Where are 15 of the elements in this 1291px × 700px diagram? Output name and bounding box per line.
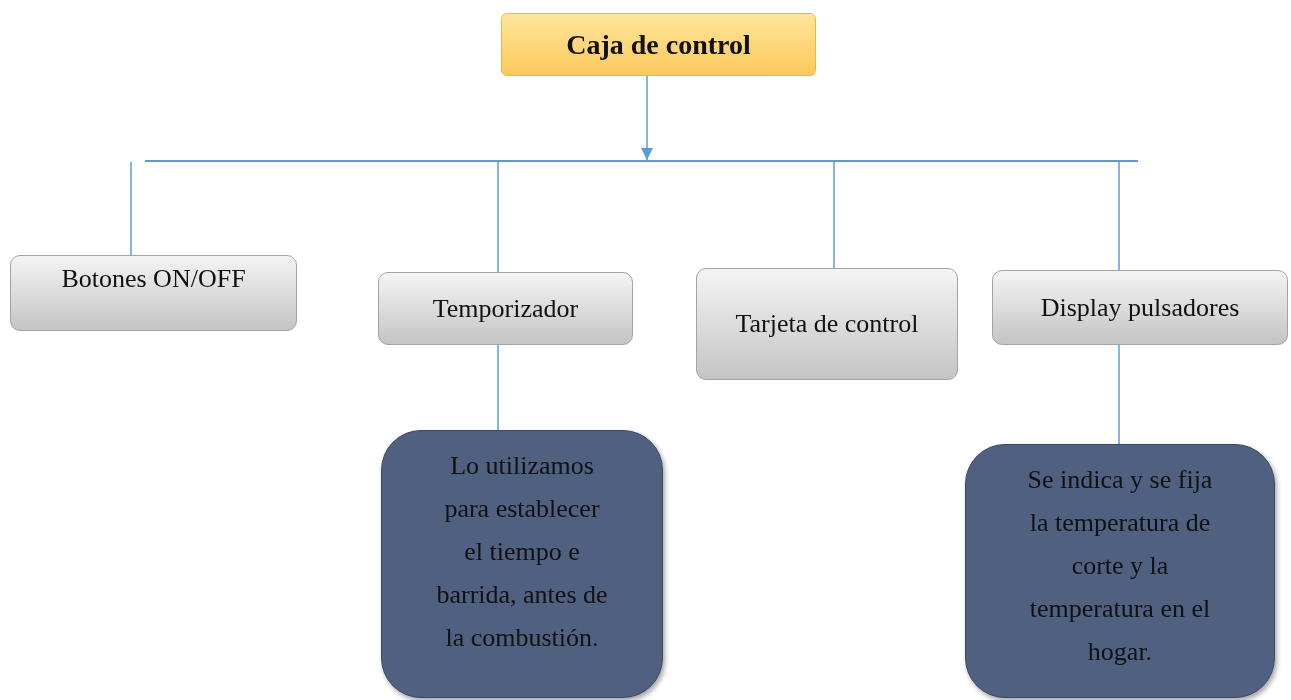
connector (130, 161, 132, 256)
bus-line (145, 160, 1138, 162)
connector (1118, 161, 1120, 271)
description-box: Se indica y se fija la temperatura de corte y la temperatura en el hogar. (965, 444, 1275, 698)
component-box: Temporizador (378, 272, 633, 345)
connector (497, 344, 499, 431)
connector (833, 161, 835, 269)
connector (497, 161, 499, 273)
connector (1118, 344, 1120, 445)
description-box: Lo utilizamos para establecer el tiempo e barrida, antes de la combustión. (381, 430, 663, 698)
component-box: Botones ON/OFF (10, 255, 297, 331)
connector (641, 75, 653, 161)
component-box: Display pulsadores (992, 270, 1288, 345)
title-box: Caja de control (501, 13, 816, 76)
component-box: Tarjeta de control (696, 268, 958, 380)
